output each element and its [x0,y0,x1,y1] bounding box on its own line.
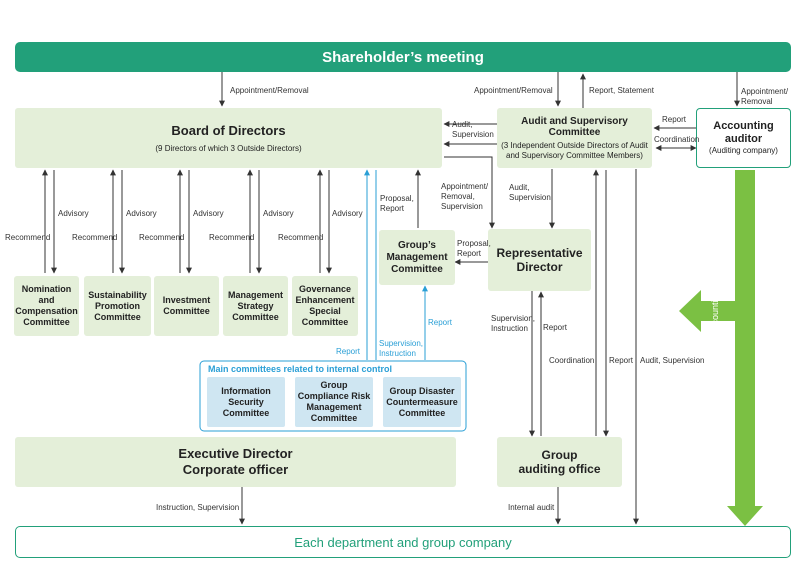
label-proposal-report: Proposal, Report [457,239,491,258]
group-auditing-office: Group auditing office [497,437,622,487]
representative-director: Representative Director [488,229,591,291]
label-recommend: Recommend [5,233,51,242]
group-management-committee: Group’s Management Committee [379,230,455,285]
label-coordination: Coordination [549,356,595,365]
label-recommend: Recommend [139,233,185,242]
committee-disaster-countermeasure: Group Disaster Countermeasure Committee [383,377,461,427]
label-recommend: Recommend [72,233,118,242]
committee-management-strategy: Management Strategy Committee [223,276,288,336]
label-coordination: Coordination [654,135,700,144]
label-report: Report [609,356,634,365]
label-advisory: Advisory [58,209,89,218]
executive-director: Executive Director Corporate officer [15,437,456,487]
label-advisory: Advisory [193,209,224,218]
label-report-blue: Report [336,347,361,356]
label-advisory: Advisory [126,209,157,218]
committee-sustainability: Sustainability Promotion Committee [84,276,151,336]
label-report: Report [543,323,568,332]
board-title: Board of Directors [171,122,286,138]
label-appointment-removal: Appointment/Removal [474,86,553,95]
shareholders-meeting: Shareholder’s meeting [15,42,791,72]
label-supervision-instruction-blue: Supervision, Instruction [379,339,424,358]
label-internal-audit: Internal audit [508,503,555,512]
label-report-blue: Report [428,318,453,327]
board-subtitle: (9 Directors of which 3 Outside Director… [155,143,302,153]
committee-nomination: Nomination and Compensation Committee [14,276,79,336]
committee-governance: Governance Enhancement Special Committee [292,276,358,336]
label-audit-supervision: Audit, Supervision [509,183,551,202]
accounting-auditor: Accounting auditor (Auditing company) [696,108,791,168]
label-proposal-report: Proposal, Report [380,194,414,213]
label-advisory: Advisory [263,209,294,218]
label-report: Report [662,115,687,124]
label-recommend: Recommend [209,233,255,242]
label-supervision-instruction: Supervision, Instruction [491,314,536,333]
committee-information-security: Information Security Committee [207,377,285,427]
label-appointment-removal: Appointment/Removal [230,86,309,95]
label-report-statement: Report, Statement [589,86,654,95]
label-instruction-supervision: Instruction, Supervision [156,503,240,512]
label-appointment-removal: Appointment/ Removal [741,87,789,106]
audit-committee-title: Audit and Supervisory Committee [521,115,628,138]
label-appointment-removal-supervision: Appointment/ Removal, Supervision [441,182,489,211]
departments-and-group-companies: Each department and group company [15,526,791,558]
accounting-auditor-title: Accounting auditor [713,120,774,145]
committee-investment: Investment Committee [154,276,219,336]
committee-compliance-risk: Group Compliance Risk Management Committ… [295,377,373,427]
accounting-auditor-subtitle: (Auditing company) [709,146,778,155]
label-audit-supervision: Audit, Supervision [452,120,494,139]
board-of-directors: Board of Directors (9 Directors of which… [15,108,442,168]
label-recommend: Recommend [278,233,324,242]
internal-control-title: Main committees related to internal cont… [208,364,393,374]
audit-committee: Audit and Supervisory Committee (3 Indep… [497,108,652,168]
accounting-audit-label: Accounting audit [710,268,720,335]
label-advisory: Advisory [332,209,363,218]
audit-committee-subtitle: (3 Independent Outside Directors of Audi… [501,140,648,160]
label-audit-supervision: Audit, Supervision [640,356,705,365]
